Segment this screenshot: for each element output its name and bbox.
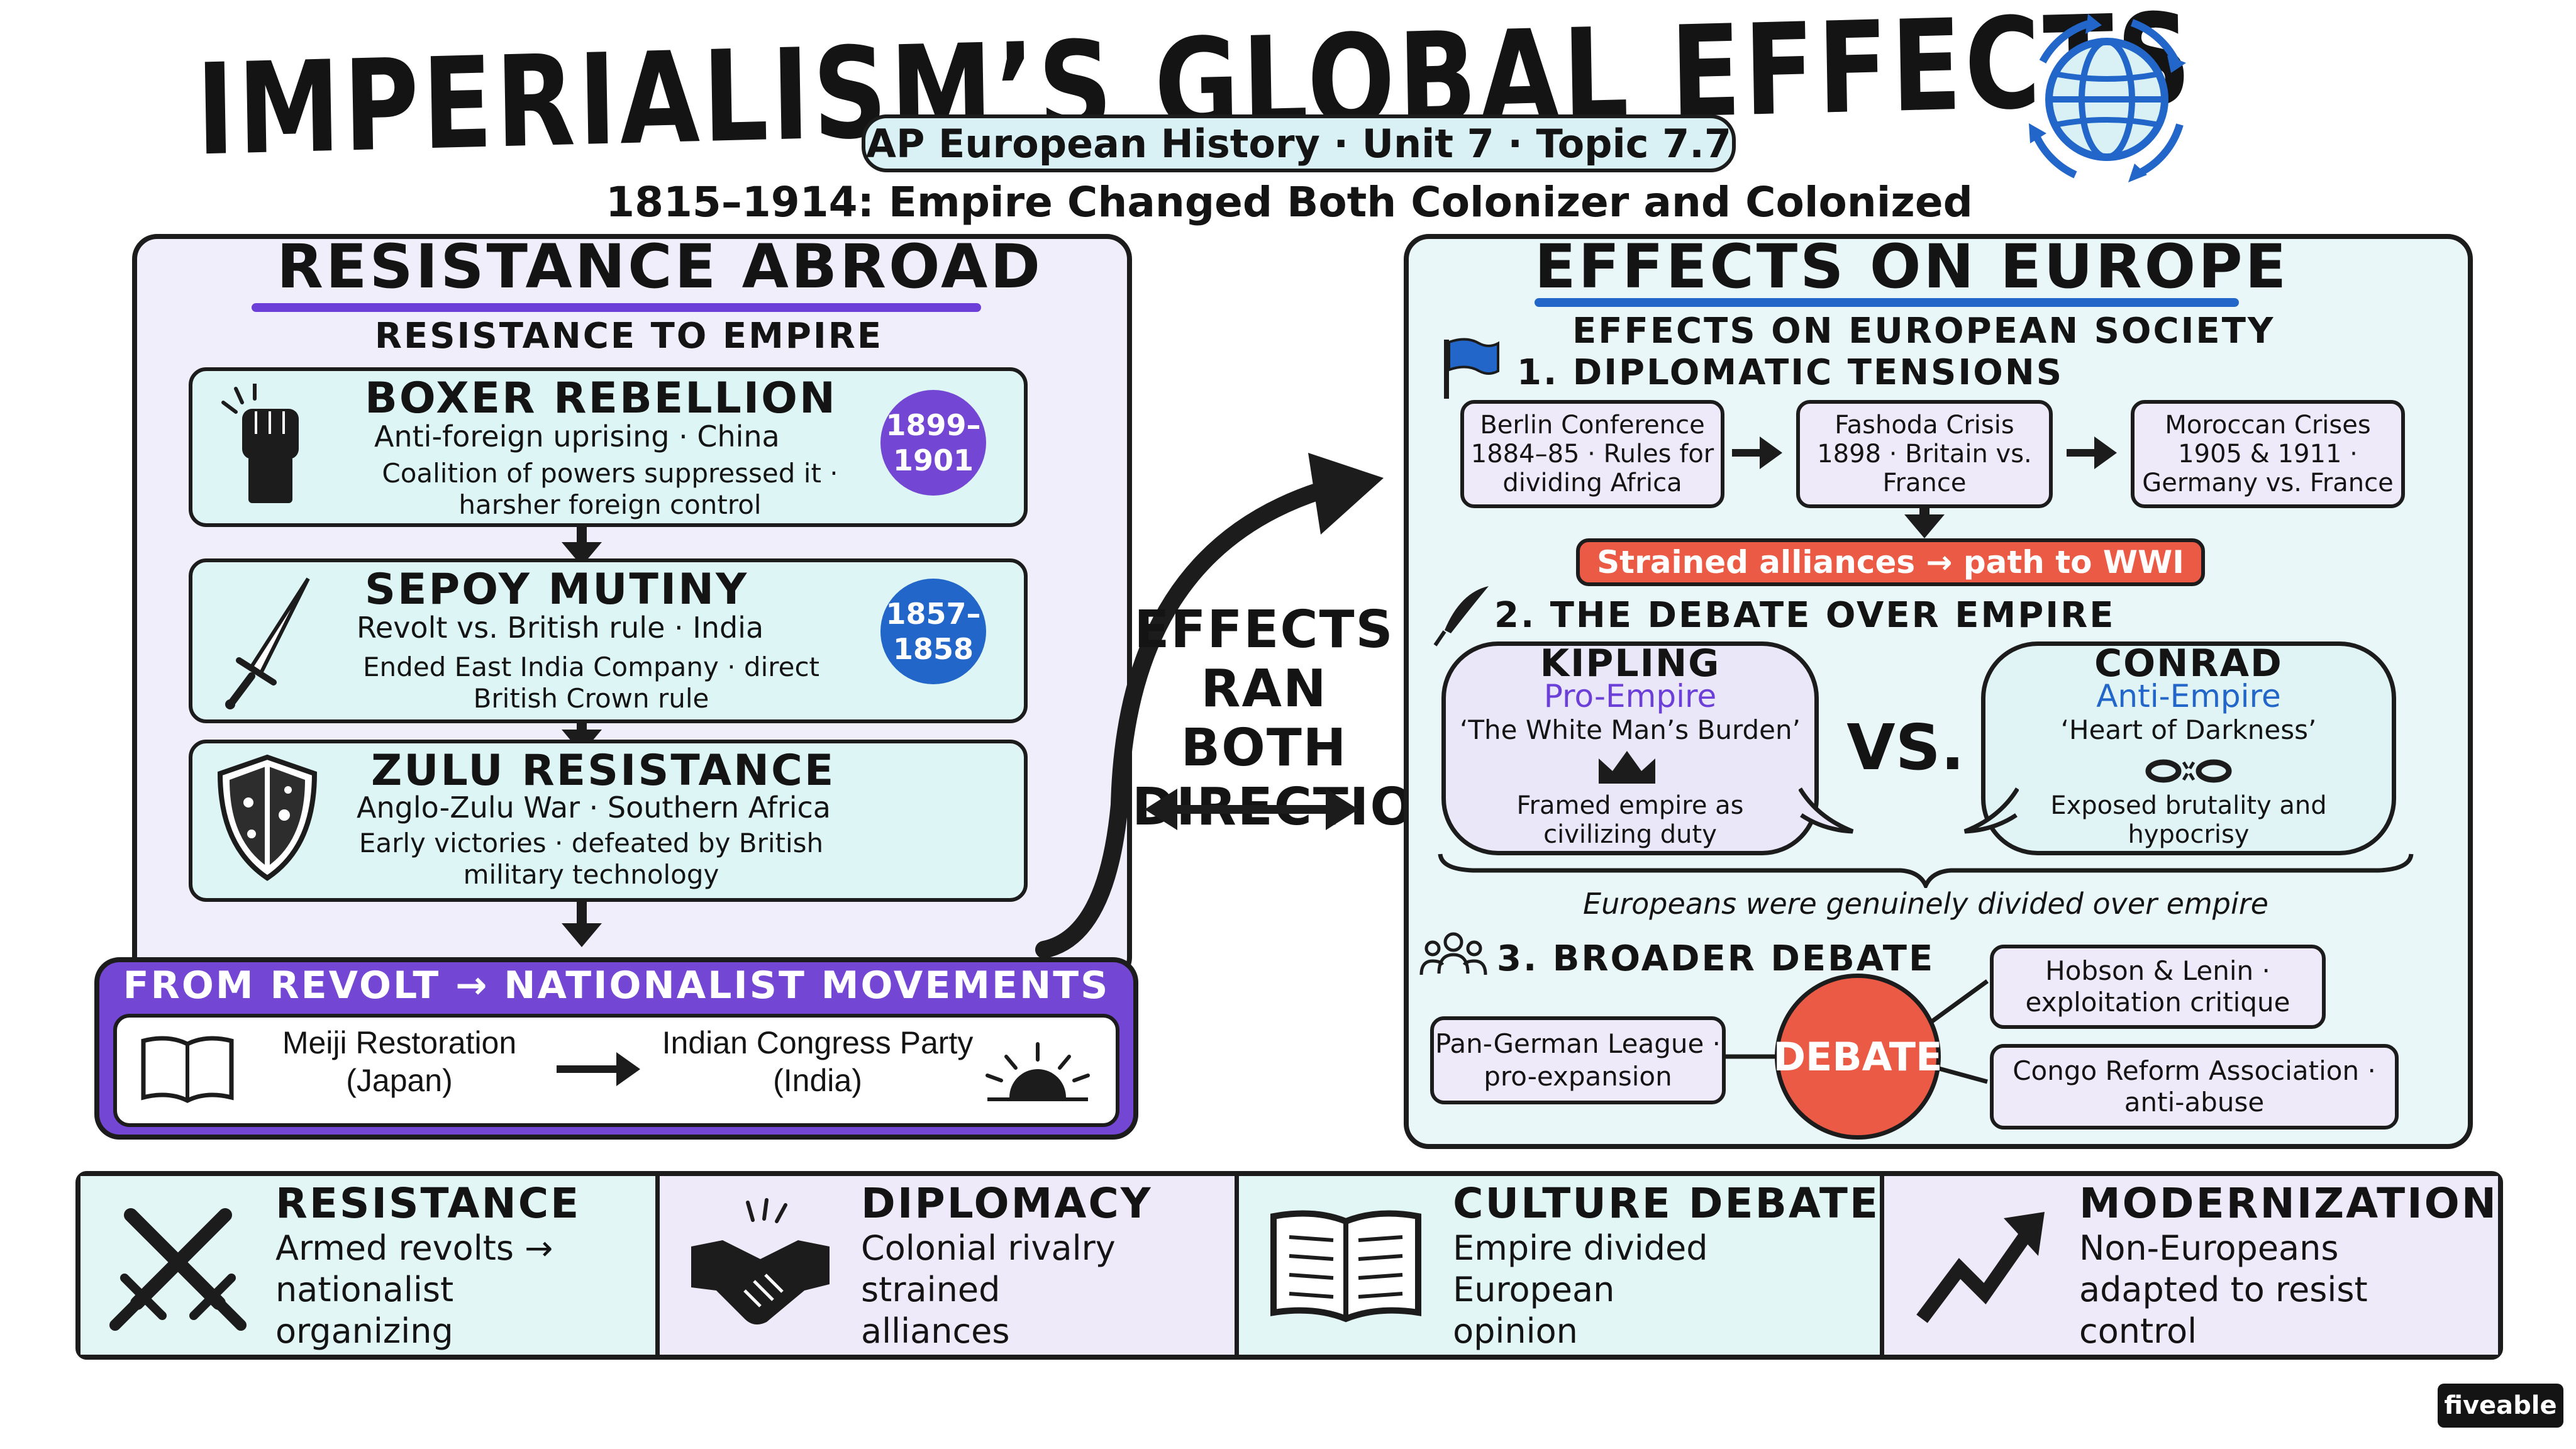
summary-modernization: MODERNIZATION Non-Europeans adapted to r…	[1884, 1176, 2498, 1355]
sepoy-mutiny-note: Ended East India Company · direct Britis…	[363, 652, 819, 714]
kipling-note: Framed empire as civilizing duty	[1516, 791, 1744, 849]
summary-culture-title: CULTURE DEBATE	[1453, 1179, 1880, 1228]
versus-label: VS.	[1846, 711, 1965, 784]
strained-alliances-banner: Strained alliances → path to WWI	[1576, 538, 2205, 586]
summary-resistance-title: RESISTANCE	[275, 1179, 581, 1228]
zulu-resistance-note: Early victories · defeated by British mi…	[358, 828, 824, 890]
summary-diplomacy: DIPLOMACY Colonial rivalry strained alli…	[660, 1176, 1240, 1355]
summary-culture-debate: CULTURE DEBATE Empire divided European o…	[1239, 1176, 1884, 1355]
open-book-icon	[141, 1036, 234, 1103]
right-arrow-icon	[2067, 436, 2117, 469]
boxer-rebellion-sub: Anti-foreign uprising · China	[374, 419, 780, 453]
summary-strip: RESISTANCE Armed revolts → nationalist o…	[75, 1171, 2503, 1360]
european-society-heading: EFFECTS ON EUROPEAN SOCIETY	[1572, 311, 2275, 352]
course-badge: AP European History · Unit 7 · Topic 7.7	[862, 114, 1736, 172]
fashoda-crisis-box: Fashoda Crisis 1898 · Britain vs. France	[1796, 400, 2053, 508]
pan-german-league-box: Pan-German League · pro-expansion	[1430, 1016, 1726, 1104]
summary-resistance-desc: Armed revolts → nationalist organizing	[275, 1228, 553, 1351]
people-group-icon	[1419, 932, 1487, 975]
connector-curve-arrow	[1035, 453, 1384, 958]
quill-icon	[1433, 586, 1489, 647]
kipling-name: KIPLING	[1540, 641, 1721, 686]
boxer-rebellion-note: Coalition of powers suppressed it · hars…	[382, 458, 838, 520]
diplomatic-tensions-title: 1. DIPLOMATIC TENSIONS	[1517, 352, 2064, 393]
congo-reform-box: Congo Reform Association · anti-abuse	[1990, 1044, 2399, 1130]
summary-culture-desc: Empire divided European opinion	[1453, 1228, 1708, 1351]
kipling-work: ‘The White Man’s Burden’	[1460, 714, 1801, 745]
indian-congress-party: Indian Congress Party (India)	[662, 1025, 974, 1098]
flag-icon	[1444, 338, 1499, 399]
resistance-panel-title: RESISTANCE ABROAD	[277, 231, 1043, 302]
nationalist-movements-title: FROM REVOLT → NATIONALIST MOVEMENTS	[123, 963, 1110, 1008]
sword-icon	[225, 577, 310, 709]
tagline: 1815–1914: Empire Changed Both Colonizer…	[606, 177, 1973, 226]
hobson-lenin-box: Hobson & Lenin · exploitation critique	[1990, 945, 2326, 1029]
conrad-name: CONRAD	[2094, 641, 2283, 686]
open-book-icon	[1270, 1210, 1422, 1323]
resistance-heading: RESISTANCE TO EMPIRE	[374, 316, 884, 357]
right-arrow-icon	[1732, 436, 1782, 469]
zulu-resistance-sub: Anglo-Zulu War · Southern Africa	[357, 791, 831, 824]
meiji-restoration: Meiji Restoration (Japan)	[282, 1025, 517, 1098]
sepoy-mutiny-title: SEPOY MUTINY	[365, 565, 749, 614]
summary-diplomacy-title: DIPLOMACY	[861, 1179, 1153, 1228]
crown-icon	[1599, 751, 1655, 784]
broader-debate-title: 3. BROADER DEBATE	[1497, 938, 1935, 979]
conrad-work: ‘Heart of Darkness’	[2060, 714, 2317, 745]
title-underline	[252, 303, 981, 312]
globe-icon	[2029, 14, 2186, 182]
handshake-icon	[691, 1198, 830, 1324]
sepoy-mutiny-sub: Revolt vs. British rule · India	[357, 611, 764, 645]
conrad-note: Exposed brutality and hypocrisy	[2050, 791, 2327, 849]
flow-arrow-shaft	[577, 902, 587, 927]
shield-icon	[217, 754, 318, 881]
summary-modernization-title: MODERNIZATION	[2079, 1179, 2498, 1228]
conrad-stance: Anti-Empire	[2096, 678, 2281, 714]
zulu-resistance-card	[189, 740, 1028, 902]
conrad-bubble	[1981, 641, 2396, 855]
summary-resistance: RESISTANCE Armed revolts → nationalist o…	[80, 1176, 660, 1355]
flow-arrow-head	[1904, 514, 1945, 538]
boxer-rebellion-title: BOXER REBELLION	[365, 374, 837, 423]
fiveable-logo: fiveable	[2438, 1384, 2563, 1428]
crossed-swords-icon	[109, 1208, 247, 1331]
sepoy-date-badge: 1857–1858	[880, 579, 986, 684]
zulu-resistance-title: ZULU RESISTANCE	[371, 746, 836, 796]
summary-modernization-desc: Non-Europeans adapted to resist control	[2079, 1228, 2368, 1351]
bubble-tail	[1799, 787, 1854, 834]
kipling-stance: Pro-Empire	[1543, 678, 1717, 714]
kipling-bubble	[1441, 641, 1819, 855]
bubble-tail	[1963, 787, 2019, 834]
double-arrow-icon	[1145, 789, 1358, 830]
trend-up-arrow-icon	[1916, 1212, 2045, 1323]
broken-chain-icon	[2145, 759, 2232, 783]
debate-circle: DEBATE	[1774, 974, 1942, 1140]
brace-line	[1438, 853, 2414, 888]
title-underline	[1535, 298, 2239, 307]
right-arrow-icon	[557, 1052, 640, 1086]
rising-sun-icon	[985, 1042, 1090, 1101]
berlin-conference-box: Berlin Conference 1884–85 · Rules for di…	[1460, 400, 1724, 508]
flow-arrow-head	[562, 923, 602, 947]
divided-summary: Europeans were genuinely divided over em…	[1583, 887, 2268, 921]
debate-over-empire-title: 2. THE DEBATE OVER EMPIRE	[1494, 595, 2116, 636]
moroccan-crises-box: Moroccan Crises 1905 & 1911 · Germany vs…	[2131, 400, 2405, 508]
effects-on-europe-title: EFFECTS ON EUROPE	[1535, 231, 2289, 302]
raised-fist-icon	[221, 384, 299, 503]
summary-diplomacy-desc: Colonial rivalry strained alliances	[861, 1228, 1116, 1351]
boxer-date-badge: 1899–1901	[880, 390, 986, 496]
